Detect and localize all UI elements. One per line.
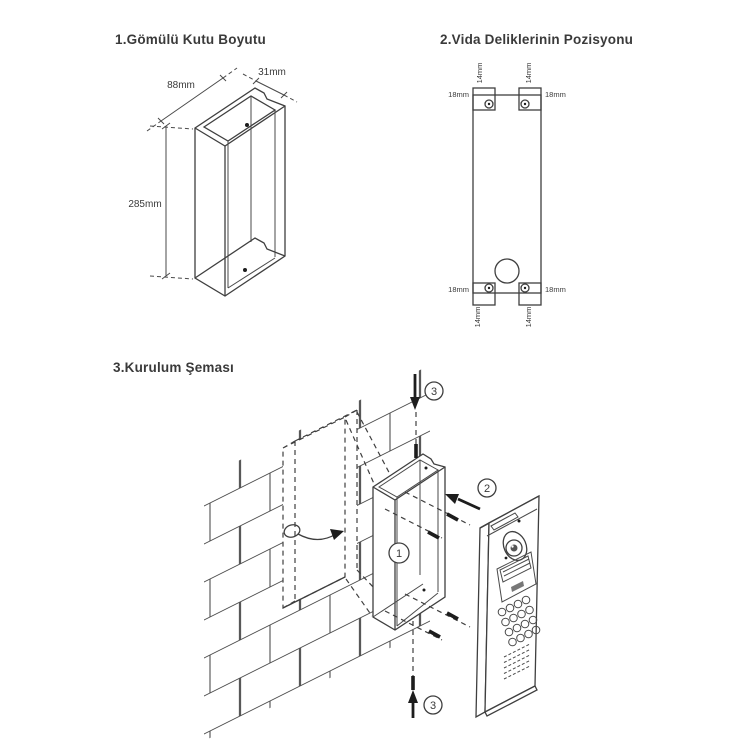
label-bottom-right-18mm: 18mm	[545, 285, 566, 294]
screw-hole-top-right	[520, 99, 530, 109]
section3-title: 3.Kurulum Şeması	[113, 360, 234, 375]
height-dimension-line	[161, 122, 171, 280]
height-dimension-label: 285mm	[128, 199, 161, 210]
wall-recess-bottom-edge	[282, 576, 346, 609]
screw-hole-bottom-right	[520, 283, 530, 293]
section2-title: 2.Vida Deliklerinin Pozisyonu	[440, 32, 633, 47]
screw-hole-bottom-right-center	[523, 286, 527, 290]
screw-guide-lines	[384, 491, 471, 641]
label-top-right-14mm: 14mm	[524, 63, 533, 84]
wall-recess-mask	[283, 410, 357, 608]
step3-bottom-number: 3	[430, 700, 436, 712]
width-extension-lines	[146, 67, 238, 132]
camera-ring	[505, 539, 523, 557]
screw-slot-bottom-left	[472, 282, 496, 306]
screw-slot-top-left	[472, 87, 496, 111]
step2-badge	[477, 478, 497, 498]
alignment-guides	[345, 411, 394, 617]
camera-lens-icon	[510, 544, 518, 552]
cable-arrowhead	[330, 529, 344, 540]
embedded-box-isometric	[194, 87, 286, 297]
step2-number: 2	[484, 483, 490, 495]
box-hole-bottom	[243, 268, 247, 272]
panel-screw-dot	[517, 519, 521, 523]
label-top-right-18mm: 18mm	[545, 90, 566, 99]
mounting-box-edges	[372, 466, 446, 630]
depth-dimension-label: 31mm	[258, 67, 286, 78]
section1-title: 1.Gömülü Kutu Boyutu	[115, 32, 266, 47]
height-extension-lines	[149, 125, 194, 280]
label-bottom-left-18mm: 18mm	[448, 285, 469, 294]
mounting-box-isometric	[372, 453, 446, 631]
keypad	[497, 595, 541, 647]
display-button	[511, 581, 524, 592]
cable-loop	[283, 524, 301, 538]
display-window	[499, 555, 532, 583]
depth-dimension-line	[252, 77, 288, 99]
width-dimension-line	[157, 74, 227, 125]
installation-scheme-diagram: 3.Kurulum Şeması 1 3	[113, 360, 541, 741]
label-bottom-right-14mm: 14mm	[524, 307, 533, 328]
screw-slot-top-right	[518, 87, 542, 111]
step3-bottom-arrowhead	[408, 690, 418, 703]
side-screws	[427, 512, 459, 639]
box-bottom-edges	[194, 237, 286, 279]
camera-glint	[511, 545, 514, 548]
screw-hole-bottom-left-center	[487, 286, 491, 290]
step2-arrowhead	[445, 494, 459, 504]
screw-hole-top-left	[484, 99, 494, 109]
box-interior-bottom	[227, 257, 276, 289]
screw-hole-bottom-left	[484, 283, 494, 293]
step1-badge	[388, 542, 410, 564]
display-frame	[496, 551, 537, 603]
step3-top-number: 3	[431, 386, 437, 398]
screw-hole-top-left-center	[487, 102, 491, 106]
panel-cap-detail	[490, 512, 519, 531]
cable-hole	[494, 258, 520, 284]
box-hole-top	[245, 123, 249, 127]
mounting-plate	[472, 94, 542, 294]
step1-number: 1	[396, 548, 402, 560]
box-interior-edges	[227, 96, 276, 288]
screw-hole-top-right-center	[523, 102, 527, 106]
display-hatch	[502, 558, 531, 577]
intercom-panel	[475, 494, 541, 719]
embedded-box-size-diagram: 1.Gömülü Kutu Boyutu 285mm 88mm 31mm	[115, 32, 298, 297]
depth-extension-lines	[242, 73, 298, 103]
mounting-box-hole-top	[424, 466, 428, 470]
width-dimension-label: 88mm	[167, 80, 195, 91]
label-top-left-18mm: 18mm	[448, 90, 469, 99]
mounting-box-hole-bottom	[422, 588, 426, 592]
step3-top-badge	[424, 381, 444, 401]
step3-bottom-badge	[423, 695, 443, 715]
panel-cap-line	[486, 508, 538, 537]
label-bottom-left-14mm: 14mm	[473, 307, 482, 328]
step3-top-arrowhead	[410, 397, 420, 410]
screw-slot-bottom-right	[518, 282, 542, 306]
step2-arrow	[457, 497, 481, 511]
label-top-left-14mm: 14mm	[475, 63, 484, 84]
panel-bottom-face	[484, 685, 538, 717]
screw-hole-position-diagram: 2.Vida Deliklerinin Pozisyonu 18mm 18mm …	[440, 32, 633, 327]
camera-mic-dot	[504, 556, 508, 560]
